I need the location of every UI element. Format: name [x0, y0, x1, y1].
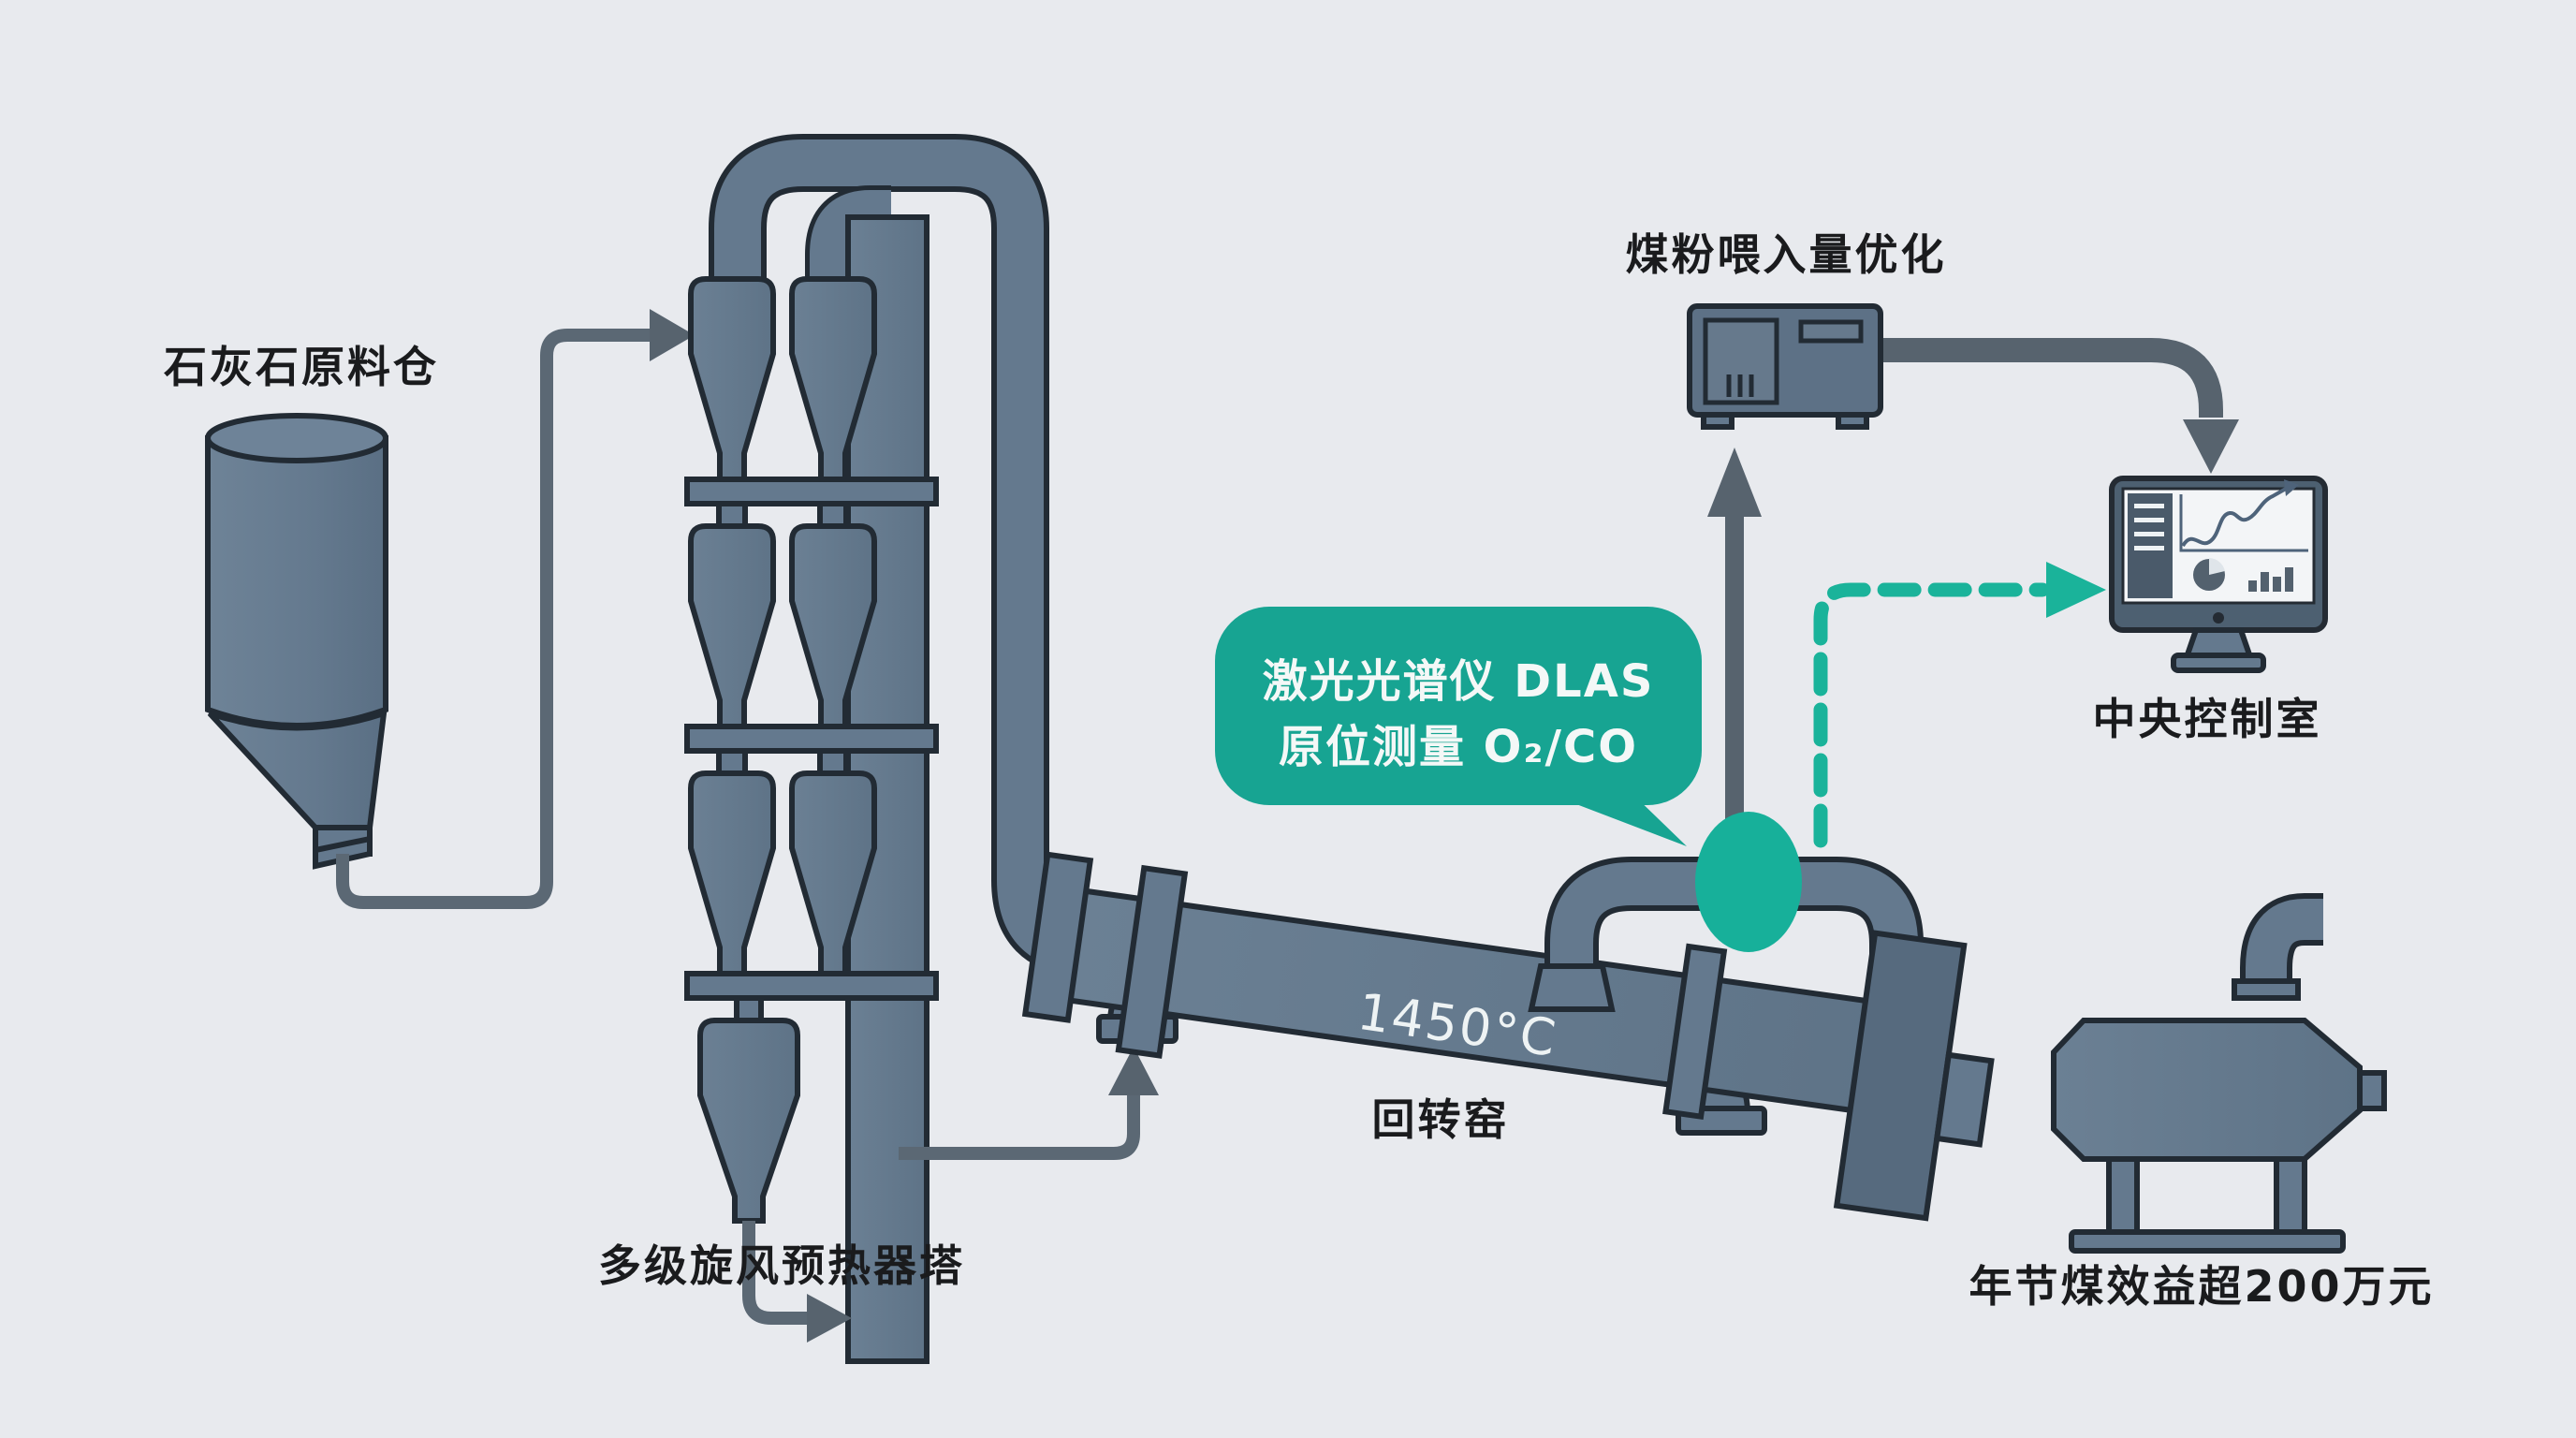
screen-pie-chart — [2193, 558, 2225, 591]
screen-line-chart — [2179, 479, 2308, 552]
machine-body — [2051, 1018, 2363, 1162]
machine-leg — [2274, 1156, 2307, 1239]
rotary-kiln: 1450°C — [1021, 851, 1904, 1121]
kiln-tyre-band — [1021, 851, 1094, 1023]
cyclone — [789, 770, 877, 976]
machine-elbow-pipe — [2246, 899, 2323, 992]
kiln-tyre-band — [1662, 943, 1728, 1121]
control-room-label: 中央控制室 — [2093, 694, 2322, 744]
monitor-button — [2213, 612, 2224, 624]
kiln-nose — [1933, 1051, 1995, 1148]
cyclone — [789, 523, 877, 729]
feed-pipe-line — [336, 329, 655, 909]
control-room-monitor: 中央控制室 — [2093, 476, 2328, 744]
device-slot — [1798, 319, 1864, 344]
savings-machine: 年节煤效益超200万元 — [1969, 893, 2434, 1312]
return-line — [899, 1092, 1140, 1160]
device-vents — [1726, 374, 1754, 397]
coal-feed-device: 煤粉喂入量优化 — [1626, 229, 1947, 430]
dlas-callout: 激光光谱仪 DLAS 原位测量 O₂/CO — [1215, 607, 1702, 846]
tower-inner-duct — [810, 190, 891, 285]
cyclone-deck — [684, 971, 939, 1001]
duct-flange — [1528, 963, 1616, 1012]
screen-bar-chart — [2248, 567, 2293, 592]
dashed-line — [1813, 582, 2050, 848]
cyclone — [688, 770, 776, 976]
machine-leg — [2106, 1156, 2140, 1239]
feed-arrow-icon — [650, 309, 695, 361]
cyclone — [697, 1018, 800, 1224]
callout-bubble — [1215, 607, 1702, 805]
preheater-tower: 多级旋风预热器塔 — [598, 134, 1137, 1364]
machine-base — [2069, 1229, 2346, 1254]
silo-cylinder — [205, 435, 388, 728]
dlas-measure-point — [1695, 812, 1802, 952]
cyclone — [688, 523, 776, 729]
preheater-label: 多级旋风预热器塔 — [598, 1240, 965, 1291]
savings-label: 年节煤效益超200万元 — [1969, 1261, 2434, 1312]
elbow-flange — [2232, 978, 2301, 1001]
cyclone-deck — [684, 477, 939, 506]
kiln-discharge-end — [1833, 930, 1995, 1222]
monitor-base — [2171, 653, 2266, 673]
cyclone — [789, 276, 877, 482]
cyclone-deck — [684, 724, 939, 754]
callout-line1: 激光光谱仪 DLAS — [1263, 655, 1655, 708]
machine-nozzle — [2357, 1070, 2387, 1111]
silo-cone — [207, 709, 388, 830]
callout-line2: 原位测量 O₂/CO — [1279, 721, 1638, 773]
callout-tail — [1544, 792, 1687, 846]
signal-up-arrow — [1707, 448, 1762, 838]
sidebar-menu-lines — [2134, 504, 2164, 550]
kiln-tyre-band — [1115, 864, 1189, 1059]
coal-feed-label: 煤粉喂入量优化 — [1626, 229, 1947, 280]
discharge-arrow-icon — [807, 1294, 852, 1343]
up-arrow-icon — [1707, 448, 1762, 517]
arrow-line — [1883, 338, 2223, 418]
down-arrow-icon — [2183, 419, 2239, 474]
dlas-feedback-line — [1813, 562, 2106, 848]
discharge-pipe — [742, 1221, 811, 1325]
silo-label: 石灰石原料仓 — [164, 342, 439, 392]
feed-pipe — [336, 309, 695, 909]
teal-arrow-icon — [2046, 562, 2106, 618]
cyclone — [688, 276, 776, 482]
limestone-silo: 石灰石原料仓 — [164, 342, 439, 870]
kiln-inlet-return — [899, 1047, 1159, 1160]
kiln-label: 回转窑 — [1372, 1094, 1510, 1145]
up-arrow-icon — [1108, 1047, 1159, 1095]
trend-arrow-icon — [2284, 479, 2299, 496]
silo-top — [205, 413, 388, 463]
silo-spout-tip — [313, 835, 373, 870]
device-to-monitor-arrow — [1883, 338, 2239, 474]
